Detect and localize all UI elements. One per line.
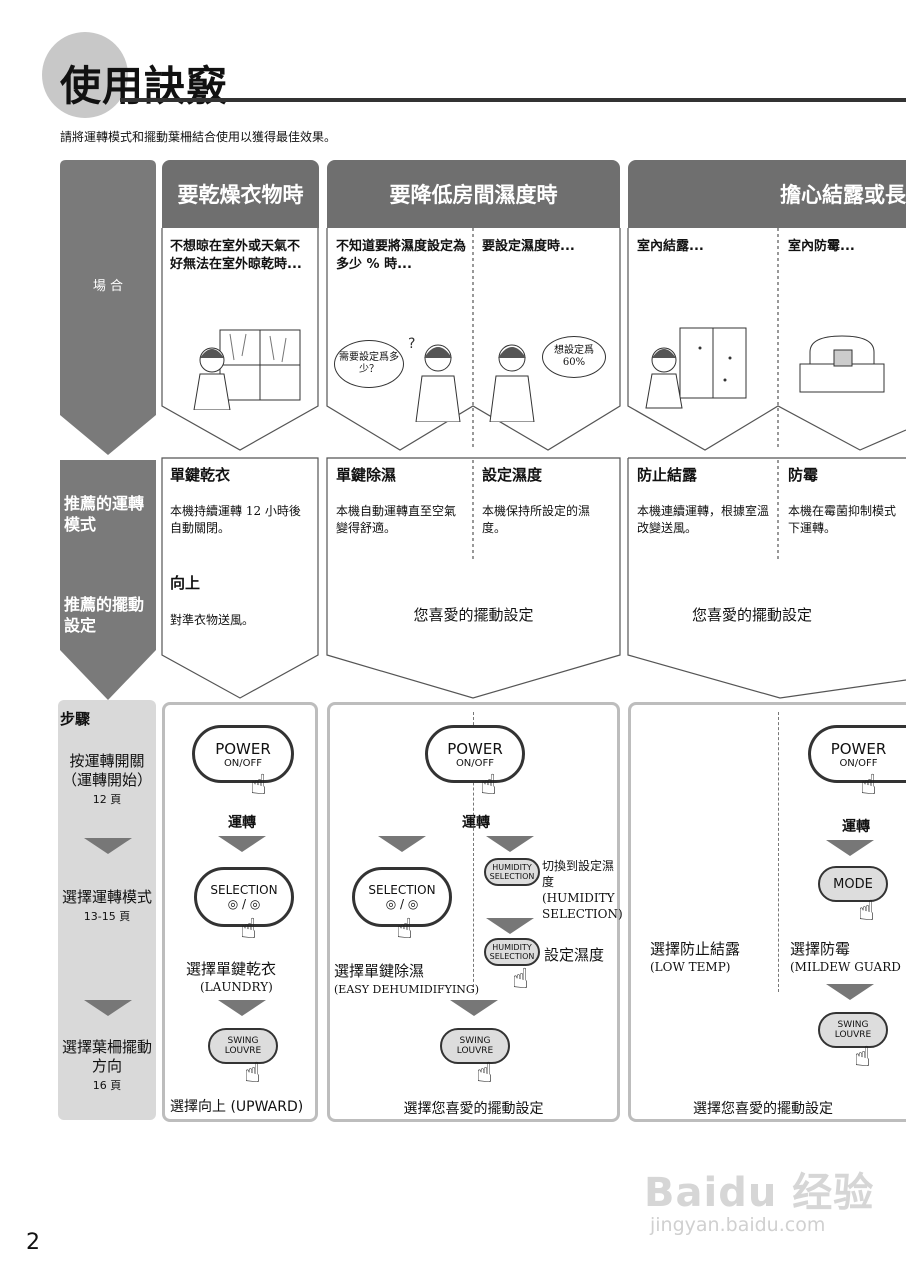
mode-condensation-a-desc: 本機連續運轉，根據室溫改變送風。	[637, 503, 771, 537]
hand-icon: ☝	[240, 912, 257, 945]
hand-icon: ☝	[512, 962, 529, 995]
illustration-humidity-a: ?	[408, 330, 468, 422]
mode-laundry-title: 單鍵乾衣	[170, 464, 230, 485]
power-button-condensation[interactable]: POWER ON/OFF	[808, 725, 906, 783]
swing-laundry-title: 向上	[170, 572, 200, 593]
arrow-down-icon	[450, 1000, 498, 1016]
dehum-select-text: 選擇單鍵除濕	[334, 960, 424, 981]
speech-bubble-b: 想設定爲 60%	[542, 336, 606, 378]
arrow-down-icon	[486, 836, 534, 852]
humidity-selection-button-1[interactable]: HUMIDITY SELECTION	[484, 858, 540, 886]
operate-label-condensation: 運轉	[806, 816, 906, 836]
step-arrow-2	[84, 1000, 132, 1016]
mildew-select-text: 選擇防霉	[790, 938, 850, 959]
mode-humidity-a-desc: 本機自動運轉直至空氣變得舒適。	[336, 503, 466, 537]
svg-text:?: ?	[408, 336, 415, 352]
hand-icon: ☝	[244, 1056, 261, 1089]
mode-humidity-a-title: 單鍵除濕	[336, 464, 396, 485]
situation-humidity-a: 不知道要將濕度設定為多少 % 時...	[336, 238, 468, 274]
hand-icon: ☝	[854, 1040, 871, 1073]
swing-louvre-button-humidity[interactable]: SWING LOUVRE	[440, 1028, 510, 1064]
mode-button[interactable]: MODE	[818, 866, 888, 902]
laundry-select-text: 選擇單鍵乾衣	[186, 958, 276, 979]
steps-divider-condensation	[778, 712, 779, 992]
arrow-down-icon	[826, 984, 874, 1000]
mode-condensation-a-title: 防止結露	[637, 464, 697, 485]
step-arrow-1	[84, 838, 132, 854]
header-humidity: 要降低房間濕度時	[327, 160, 620, 228]
swing-condensation: 您喜愛的擺動設定	[628, 604, 906, 625]
watermark-logo: Baidu 经验	[644, 1160, 874, 1218]
mode-condensation-b-title: 防霉	[788, 464, 818, 485]
page-number: 2	[26, 1230, 40, 1255]
lowtemp-select-sub: (LOW TEMP)	[650, 960, 730, 974]
mode-condensation-b-desc: 本機在霉菌抑制模式下運轉。	[788, 503, 900, 537]
mildew-select-sub: (MILDEW GUARD	[790, 960, 901, 974]
swing-louvre-button-laundry[interactable]: SWING LOUVRE	[208, 1028, 278, 1064]
mode-humidity-b-desc: 本機保持所設定的濕度。	[482, 503, 612, 537]
hand-icon: ☝	[858, 894, 875, 927]
header-condensation: 擔心結露或長	[628, 160, 906, 228]
speech-bubble-a: 需要設定爲多少？	[334, 340, 404, 388]
humidity-swing-text: 選擇您喜愛的擺動設定	[327, 1098, 620, 1118]
arrow-down-icon	[378, 836, 426, 852]
mode-humidity-b-title: 設定濕度	[482, 464, 542, 485]
dehum-select-sub: (EASY DEHUMIDIFYING)	[334, 983, 479, 996]
set-humidity-text: 設定濕度	[544, 944, 604, 965]
lowtemp-select-text: 選擇防止結露	[650, 938, 740, 959]
arrow-down-icon	[486, 918, 534, 934]
laundry-select-sub: (LAUNDRY)	[200, 980, 273, 994]
illustration-laundry	[190, 320, 310, 410]
header-laundry: 要乾燥衣物時	[162, 160, 319, 228]
switch-to-text: 切換到設定濕度 (HUMIDITY SELECTION)	[542, 858, 618, 922]
arrow-down-icon	[218, 836, 266, 852]
laundry-swing-text: 選擇向上 (UPWARD)	[170, 1096, 303, 1116]
swing-humidity: 您喜愛的擺動設定	[327, 604, 620, 625]
swing-louvre-button-condensation[interactable]: SWING LOUVRE	[818, 1012, 888, 1048]
hand-icon: ☝	[860, 768, 877, 801]
arrow-down-icon	[218, 1000, 266, 1016]
situation-humidity-b: 要設定濕度時...	[482, 238, 614, 256]
condensation-swing-text: 選擇您喜愛的擺動設定	[628, 1098, 898, 1118]
illustration-condensation	[640, 318, 750, 410]
illustration-humidity-b	[482, 330, 542, 422]
mode-laundry-desc: 本機持續運轉 12 小時後自動關閉。	[170, 503, 312, 537]
hand-icon: ☝	[480, 768, 497, 801]
illustration-sofa	[796, 330, 888, 402]
hand-icon: ☝	[250, 768, 267, 801]
watermark-url: jingyan.baidu.com	[650, 1214, 825, 1236]
situation-laundry: 不想晾在室外或天氣不好無法在室外晾乾時...	[170, 238, 312, 274]
situation-condensation-a: 室內結露...	[637, 238, 704, 256]
power-button-laundry[interactable]: POWER ON/OFF	[192, 725, 294, 783]
swing-laundry-desc: 對準衣物送風。	[170, 612, 254, 629]
situation-condensation-b: 室內防霉...	[788, 238, 855, 256]
arrow-down-icon	[826, 840, 874, 856]
power-button-humidity[interactable]: POWER ON/OFF	[425, 725, 525, 783]
step1-label: 按運轉開關（運轉開始）12 頁	[62, 752, 152, 809]
hand-icon: ☝	[396, 912, 413, 945]
operate-label-laundry: 運轉	[192, 812, 292, 832]
operate-label-humidity: 運轉	[426, 812, 526, 832]
hand-icon: ☝	[476, 1056, 493, 1089]
